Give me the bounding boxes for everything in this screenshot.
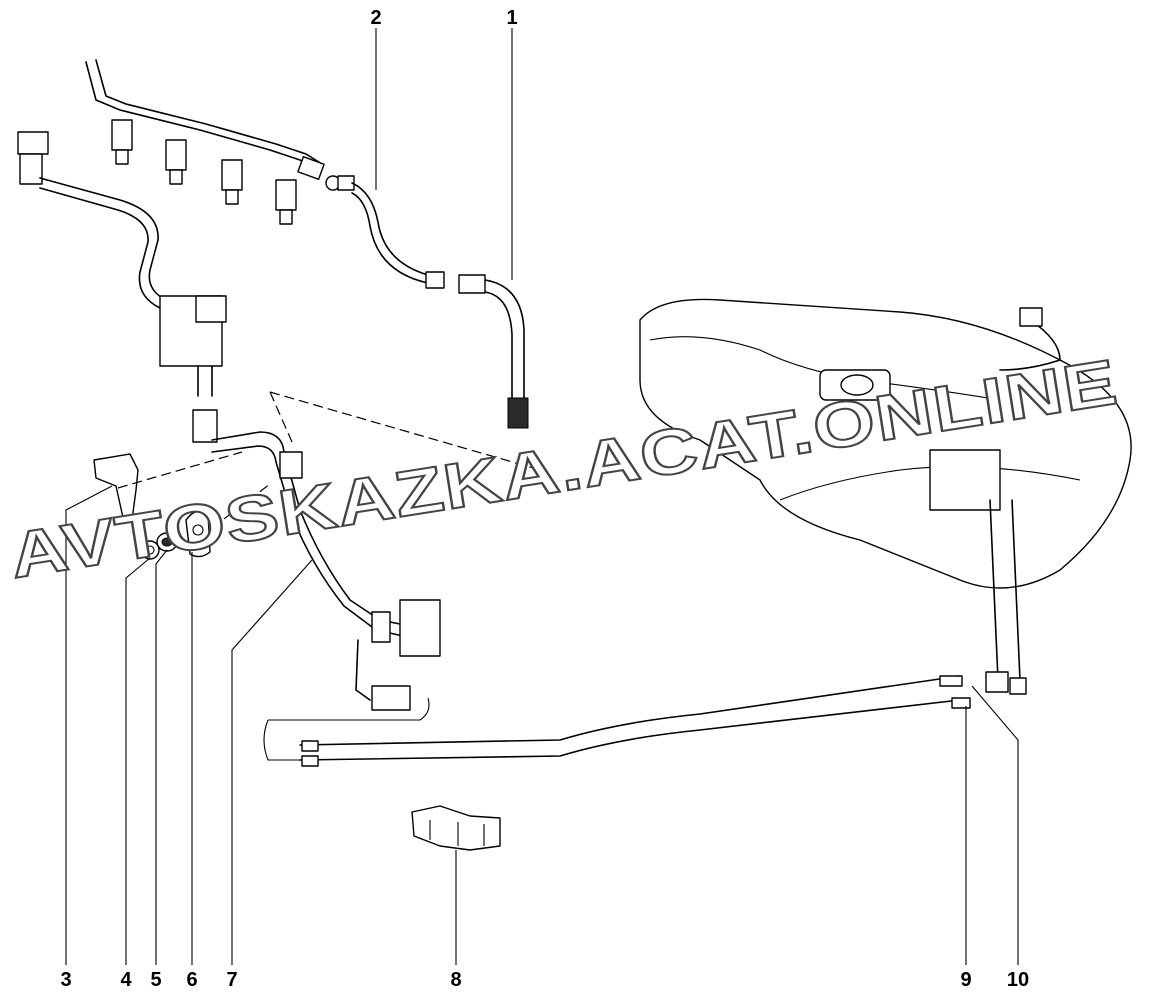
bracket-3 <box>93 453 139 523</box>
fuel-lines-long <box>263 675 971 767</box>
callout-8: 8 <box>450 969 461 991</box>
callout-10: 10 <box>1007 969 1029 991</box>
fuel-hose-2 <box>325 175 445 289</box>
callout-3: 3 <box>60 969 71 991</box>
callout-2: 2 <box>370 7 381 29</box>
fuel-tank <box>639 298 1132 695</box>
callout-4: 4 <box>120 969 132 991</box>
front-fuel-line-assembly <box>211 431 441 711</box>
leader-lines <box>65 28 1019 965</box>
washer-5 <box>156 532 178 552</box>
injector-3 <box>221 159 243 205</box>
callout-9: 9 <box>960 969 971 991</box>
nut-4 <box>140 540 160 560</box>
callout-1: 1 <box>506 7 517 29</box>
fuel-hose-1 <box>458 274 529 429</box>
fuel-filter-assembly <box>17 131 227 443</box>
callout-6: 6 <box>186 969 197 991</box>
assembly-guides <box>117 391 541 529</box>
callout-7: 7 <box>226 969 237 991</box>
injector-4 <box>275 179 297 225</box>
injector-1 <box>111 119 133 165</box>
callout-5: 5 <box>150 969 161 991</box>
callout-labels: 1 2 3 4 5 6 7 8 9 10 <box>60 7 1029 991</box>
clamp-6 <box>185 510 211 558</box>
fuel-rail-with-injectors <box>85 59 325 225</box>
injector-2 <box>165 139 187 185</box>
clip-8 <box>411 805 501 851</box>
